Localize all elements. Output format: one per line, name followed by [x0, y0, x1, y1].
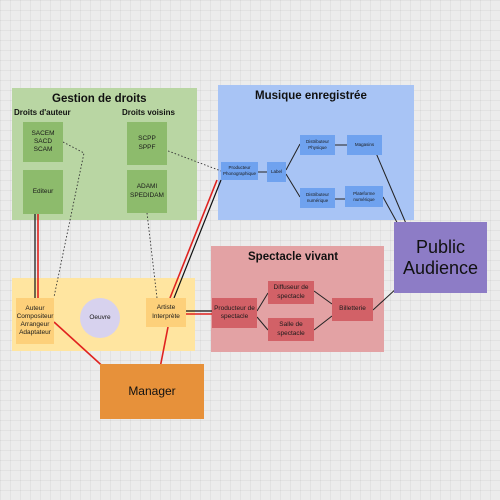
link-producteur-diffuseur	[256, 292, 269, 312]
auteur-compositeur-box: Auteur Compositeur Arrangeur Adaptateur	[16, 298, 54, 344]
contract-link-artiste-producteur-phono-black	[173, 179, 222, 299]
magasins-box: Magasins	[347, 135, 382, 155]
artiste-interprete-box: Artiste Interprète	[146, 298, 186, 327]
contract-link-artiste-producteur-phono-red	[169, 179, 218, 299]
salle-spectacle-box: Salle de spectacle	[268, 318, 314, 341]
link-salle-billetterie	[313, 315, 333, 331]
distributeur-physique-box: Distributeur Physique	[300, 135, 335, 155]
dotted-link-adami-artiste	[146, 212, 158, 299]
diffuseur-spectacle-box: Diffuseur de spectacle	[268, 281, 314, 304]
link-plateforme-public	[382, 196, 400, 227]
neighbouring-rights-heading: Droits voisins	[122, 108, 175, 117]
distributeur-numerique-box: Distributeur numérique	[300, 188, 335, 208]
manager-link-artiste	[159, 326, 169, 369]
manager-link-auteur	[53, 321, 110, 373]
plateforme-numerique-box: Plateforme numérique	[345, 186, 383, 207]
link-producteur-salle	[256, 316, 269, 331]
sacem-sacd-scam-box: SACEM SACD SCAM	[23, 122, 63, 162]
link-label-distributeur-numerique	[285, 173, 301, 198]
billetterie-box: Billetterie	[332, 298, 373, 321]
producteur-phonographique-box: Producteur Phonographique	[221, 162, 258, 180]
link-diffuseur-billetterie	[313, 290, 333, 305]
label-box: Label	[267, 162, 286, 182]
public-audience-box: Public Audience	[394, 222, 487, 293]
editeur-box: Editeur	[23, 170, 63, 214]
link-billetterie-public	[372, 286, 399, 311]
live-performance-title: Spectacle vivant	[248, 251, 339, 263]
author-rights-heading: Droits d'auteur	[14, 108, 71, 117]
recorded-music-title: Musique enregistrée	[255, 90, 367, 102]
link-label-distributeur-physique	[285, 143, 301, 171]
scpp-sppf-box: SCPP SPPF	[127, 122, 167, 165]
adami-spedidam-box: ADAMI SPEDIDAM	[127, 170, 167, 213]
manager-box: Manager	[100, 364, 204, 419]
rights-management-title: Gestion de droits	[52, 93, 147, 105]
oeuvre-circle: Oeuvre	[80, 298, 120, 338]
dotted-link-sacem-auteur	[53, 141, 85, 298]
producteur-spectacle-box: Producteur de spectacle	[212, 298, 257, 328]
